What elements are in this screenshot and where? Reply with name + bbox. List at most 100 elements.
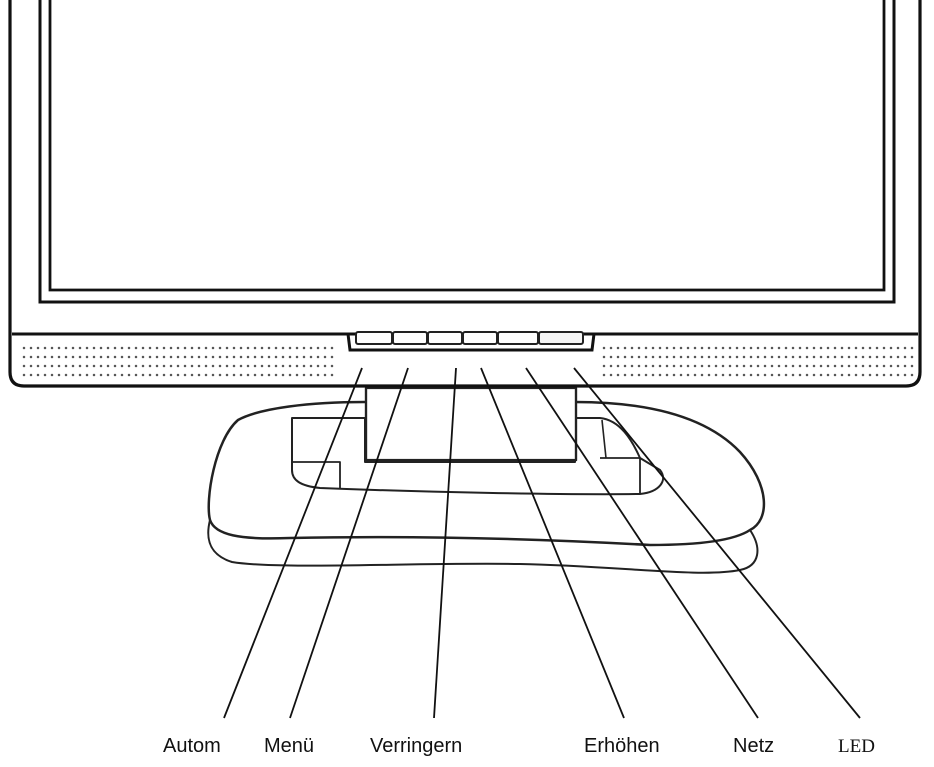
speaker-hole <box>693 364 697 368</box>
speaker-hole <box>742 364 746 368</box>
speaker-hole <box>686 364 690 368</box>
speaker-hole <box>29 364 33 368</box>
speaker-hole <box>847 364 851 368</box>
speaker-hole <box>169 346 173 350</box>
speaker-hole <box>896 373 900 377</box>
speaker-hole <box>756 373 760 377</box>
speaker-hole <box>50 346 54 350</box>
speaker-hole <box>735 355 739 359</box>
speaker-hole <box>644 364 648 368</box>
callout-labels: Autom Menü Verringern Erhöhen Netz LED <box>163 735 875 757</box>
speaker-hole <box>889 373 893 377</box>
speaker-hole <box>197 355 201 359</box>
speaker-hole <box>120 373 124 377</box>
speaker-hole <box>281 346 285 350</box>
speaker-hole <box>197 373 201 377</box>
speaker-hole <box>616 364 620 368</box>
speaker-hole <box>623 355 627 359</box>
speaker-hole <box>148 346 152 350</box>
speaker-hole <box>302 364 306 368</box>
speaker-hole <box>92 373 96 377</box>
speaker-hole <box>218 346 222 350</box>
speaker-hole <box>707 364 711 368</box>
speaker-hole <box>770 364 774 368</box>
speaker-hole <box>232 373 236 377</box>
speaker-hole <box>190 346 194 350</box>
speaker-hole <box>260 346 264 350</box>
speaker-hole <box>36 364 40 368</box>
speaker-hole <box>253 373 257 377</box>
speaker-hole <box>148 373 152 377</box>
speaker-hole <box>665 364 669 368</box>
speaker-hole <box>155 373 159 377</box>
speaker-hole <box>225 373 229 377</box>
speaker-hole <box>253 346 257 350</box>
power-button[interactable] <box>497 331 539 345</box>
speaker-hole <box>190 355 194 359</box>
speaker-hole <box>120 364 124 368</box>
speaker-hole <box>749 373 753 377</box>
speaker-hole <box>910 355 914 359</box>
speaker-hole <box>749 355 753 359</box>
speaker-hole <box>609 373 613 377</box>
speaker-hole <box>260 364 264 368</box>
label-erhoehen: Erhöhen <box>584 735 660 757</box>
speaker-hole <box>707 373 711 377</box>
speaker-hole <box>169 355 173 359</box>
speaker-hole <box>609 346 613 350</box>
speaker-hole <box>274 364 278 368</box>
speaker-hole <box>267 346 271 350</box>
speaker-hole <box>679 355 683 359</box>
speaker-hole <box>302 355 306 359</box>
speaker-hole <box>777 373 781 377</box>
speaker-hole <box>134 355 138 359</box>
speaker-hole <box>232 346 236 350</box>
speaker-hole <box>651 355 655 359</box>
speaker-hole <box>253 355 257 359</box>
speaker-hole <box>805 355 809 359</box>
speaker-hole <box>882 346 886 350</box>
speaker-hole <box>267 355 271 359</box>
speaker-hole <box>288 364 292 368</box>
speaker-hole <box>868 346 872 350</box>
speaker-hole <box>92 364 96 368</box>
menu-button[interactable] <box>392 331 428 345</box>
speaker-hole <box>183 346 187 350</box>
speaker-hole <box>847 355 851 359</box>
speaker-hole <box>721 364 725 368</box>
auto-button[interactable] <box>355 331 393 345</box>
speaker-hole <box>693 355 697 359</box>
speaker-hole <box>896 346 900 350</box>
speaker-hole <box>204 373 208 377</box>
decrease-button[interactable] <box>427 331 463 345</box>
speaker-hole <box>43 355 47 359</box>
speaker-hole <box>847 346 851 350</box>
speaker-hole <box>78 355 82 359</box>
speaker-hole <box>330 355 334 359</box>
speaker-hole <box>330 346 334 350</box>
speaker-hole <box>616 355 620 359</box>
increase-button[interactable] <box>462 331 498 345</box>
speaker-hole <box>742 355 746 359</box>
speaker-hole <box>155 355 159 359</box>
speaker-hole <box>183 373 187 377</box>
speaker-hole <box>225 346 229 350</box>
speaker-hole <box>295 355 299 359</box>
speaker-hole <box>791 355 795 359</box>
speaker-hole <box>92 346 96 350</box>
speaker-hole <box>819 364 823 368</box>
speaker-hole <box>742 373 746 377</box>
speaker-hole <box>260 373 264 377</box>
speaker-hole <box>637 346 641 350</box>
speaker-hole <box>889 355 893 359</box>
speaker-hole <box>714 373 718 377</box>
speaker-hole <box>106 373 110 377</box>
speaker-hole <box>819 373 823 377</box>
speaker-hole <box>686 355 690 359</box>
speaker-hole <box>232 355 236 359</box>
speaker-hole <box>679 373 683 377</box>
speaker-hole <box>29 355 33 359</box>
left-speaker-grille <box>22 346 334 377</box>
speaker-hole <box>812 364 816 368</box>
